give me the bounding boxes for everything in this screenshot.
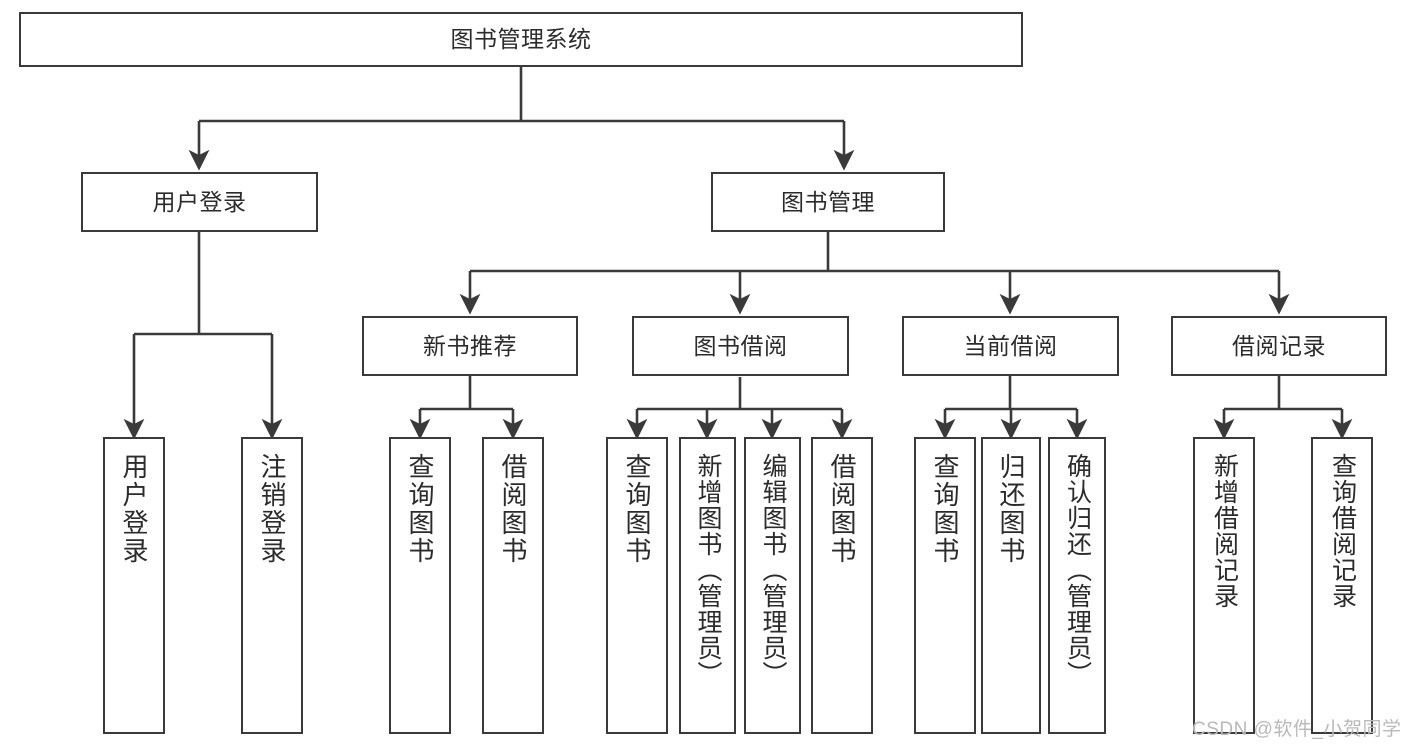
leaf-borrow-record-add[interactable]: 新增借阅记录 — [1193, 437, 1255, 734]
leaf-book-borrow-borrow-book[interactable]: 借阅图书 — [811, 437, 873, 734]
node-label: 查询图书 — [405, 453, 435, 565]
leaf-new-book-borrow[interactable]: 借阅图书 — [482, 437, 544, 734]
node-label: 借阅图书 — [498, 453, 528, 565]
node-label: 用户登录 — [119, 453, 149, 565]
node-label: 借阅记录 — [1232, 332, 1326, 359]
leaf-book-borrow-add-book-admin[interactable]: 新增图书（管理员） — [679, 437, 736, 734]
node-label: 当前借阅 — [963, 332, 1058, 359]
leaf-book-borrow-query[interactable]: 查询图书 — [606, 437, 668, 734]
node-label: 新书推荐 — [423, 332, 517, 359]
node-label: 查询图书 — [930, 453, 960, 565]
leaf-current-borrow-query[interactable]: 查询图书 — [914, 437, 976, 734]
leaf-user-login-signout[interactable]: 注销登录 — [241, 437, 303, 734]
node-book-borrow[interactable]: 图书借阅 — [632, 316, 849, 376]
node-user-login[interactable]: 用户登录 — [81, 172, 318, 232]
node-label: 图书管理 — [781, 188, 875, 215]
node-label: 图书借阅 — [693, 332, 788, 359]
leaf-current-borrow-return[interactable]: 归还图书 — [981, 437, 1041, 734]
node-label: 用户登录 — [152, 188, 247, 215]
node-label: 查询图书 — [622, 453, 652, 565]
node-new-book-recommend[interactable]: 新书推荐 — [362, 316, 578, 376]
leaf-user-login-signin[interactable]: 用户登录 — [103, 437, 165, 734]
node-label: 图书管理系统 — [450, 26, 592, 53]
node-borrow-record[interactable]: 借阅记录 — [1171, 316, 1387, 376]
node-label: 归还图书 — [996, 453, 1026, 565]
node-label: 确认归还（管理员） — [1063, 453, 1092, 687]
node-current-borrow[interactable]: 当前借阅 — [902, 316, 1119, 376]
watermark: CSDN @软件_小贺同学 — [1192, 719, 1402, 740]
node-label: 新增借阅记录 — [1210, 453, 1239, 609]
node-book-management[interactable]: 图书管理 — [711, 172, 945, 232]
node-label: 编辑图书（管理员） — [759, 453, 787, 687]
leaf-current-borrow-confirm-return-admin[interactable]: 确认归还（管理员） — [1048, 437, 1106, 734]
leaf-book-borrow-edit-book-admin[interactable]: 编辑图书（管理员） — [744, 437, 801, 734]
node-label: 查询借阅记录 — [1328, 453, 1357, 609]
leaf-new-book-query[interactable]: 查询图书 — [389, 437, 451, 734]
node-label: 注销登录 — [257, 453, 287, 565]
leaf-borrow-record-query[interactable]: 查询借阅记录 — [1311, 437, 1373, 734]
node-label: 新增图书（管理员） — [694, 453, 722, 687]
node-label: 借阅图书 — [827, 453, 857, 565]
node-root-book-management-system[interactable]: 图书管理系统 — [19, 12, 1023, 67]
